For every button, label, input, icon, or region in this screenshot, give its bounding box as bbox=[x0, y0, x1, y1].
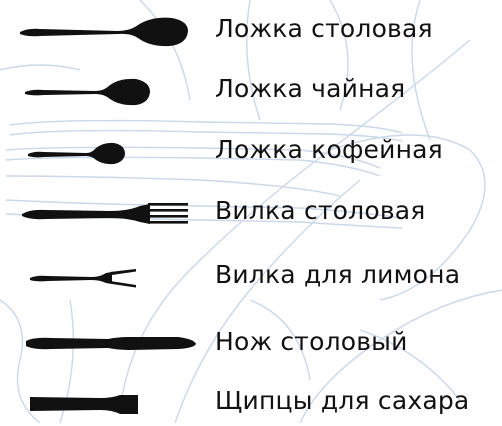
list-item: Щипцы для сахара bbox=[0, 380, 502, 426]
list-item: Ложка столовая bbox=[0, 8, 502, 54]
coffee-spoon-icon bbox=[28, 142, 125, 165]
item-label: Щипцы для сахара bbox=[215, 386, 470, 415]
item-label: Вилка для лимона bbox=[215, 260, 461, 289]
item-label: Ложка чайная bbox=[215, 74, 406, 103]
item-label: Нож столовый bbox=[215, 327, 408, 356]
teaspoon-icon bbox=[25, 78, 150, 106]
item-label: Ложка кофейная bbox=[215, 135, 443, 164]
list-item: Ложка кофейная bbox=[0, 129, 502, 175]
item-label: Вилка столовая bbox=[215, 196, 426, 225]
list-item: Ложка чайная bbox=[0, 68, 502, 114]
table-knife-icon bbox=[26, 337, 196, 350]
list-item: Вилка столовая bbox=[0, 190, 502, 236]
lemon-fork-icon bbox=[30, 269, 136, 288]
tablespoon-icon bbox=[20, 17, 188, 47]
list-item: Нож столовый bbox=[0, 321, 502, 367]
sugar-tongs-icon bbox=[30, 395, 138, 414]
item-label: Ложка столовая bbox=[215, 14, 433, 43]
list-item: Вилка для лимона bbox=[0, 254, 502, 300]
table-fork-icon bbox=[22, 203, 188, 224]
